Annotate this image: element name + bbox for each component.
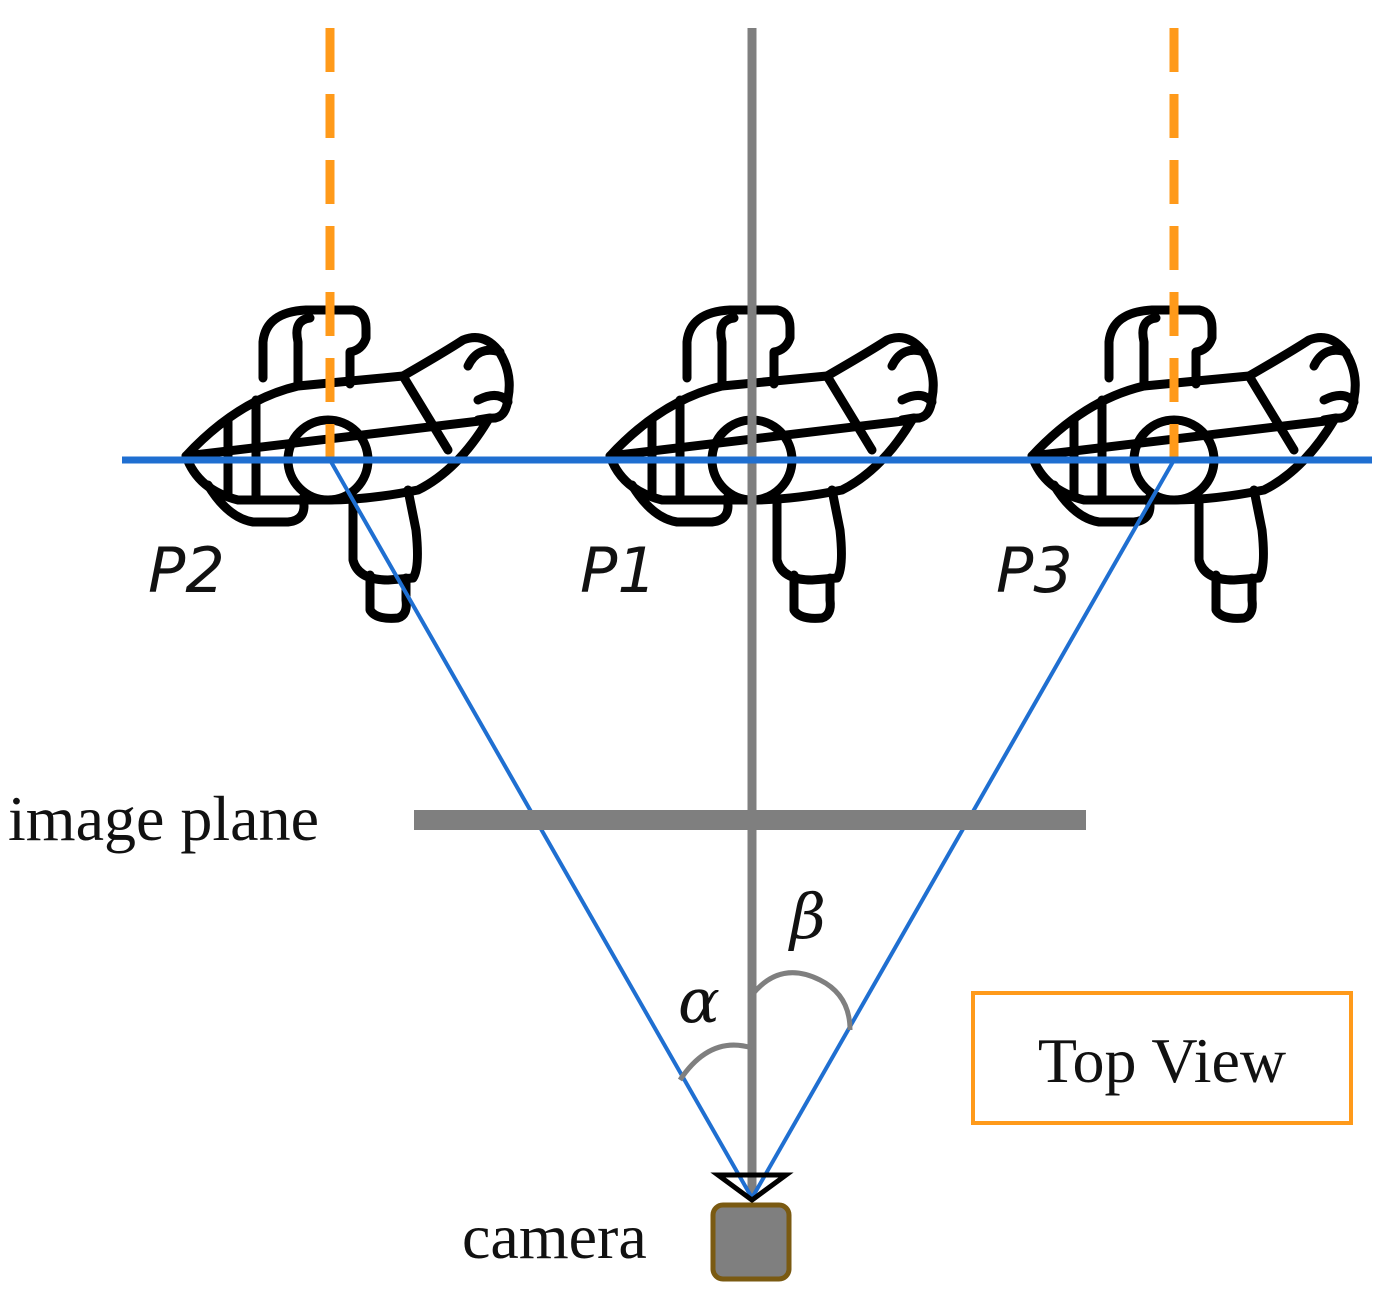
p2-label: P2 [148,534,225,607]
top-view-label: Top View [1038,1025,1286,1096]
beta-angle-arc [750,970,853,1031]
person-top-view-icon [186,310,509,618]
person-top-view-icon [1032,310,1355,618]
person-top-view-icon [610,310,933,618]
image-plane-label: image plane [8,783,319,854]
top-view-box [971,991,1353,1125]
p1-label: P1 [580,534,657,607]
beta-label: β [788,880,826,953]
camera-label: camera [462,1201,647,1272]
camera-icon [710,1172,794,1282]
alpha-angle-arc [677,1042,753,1082]
p3-label: P3 [996,534,1073,607]
alpha-label: α [678,964,720,1037]
